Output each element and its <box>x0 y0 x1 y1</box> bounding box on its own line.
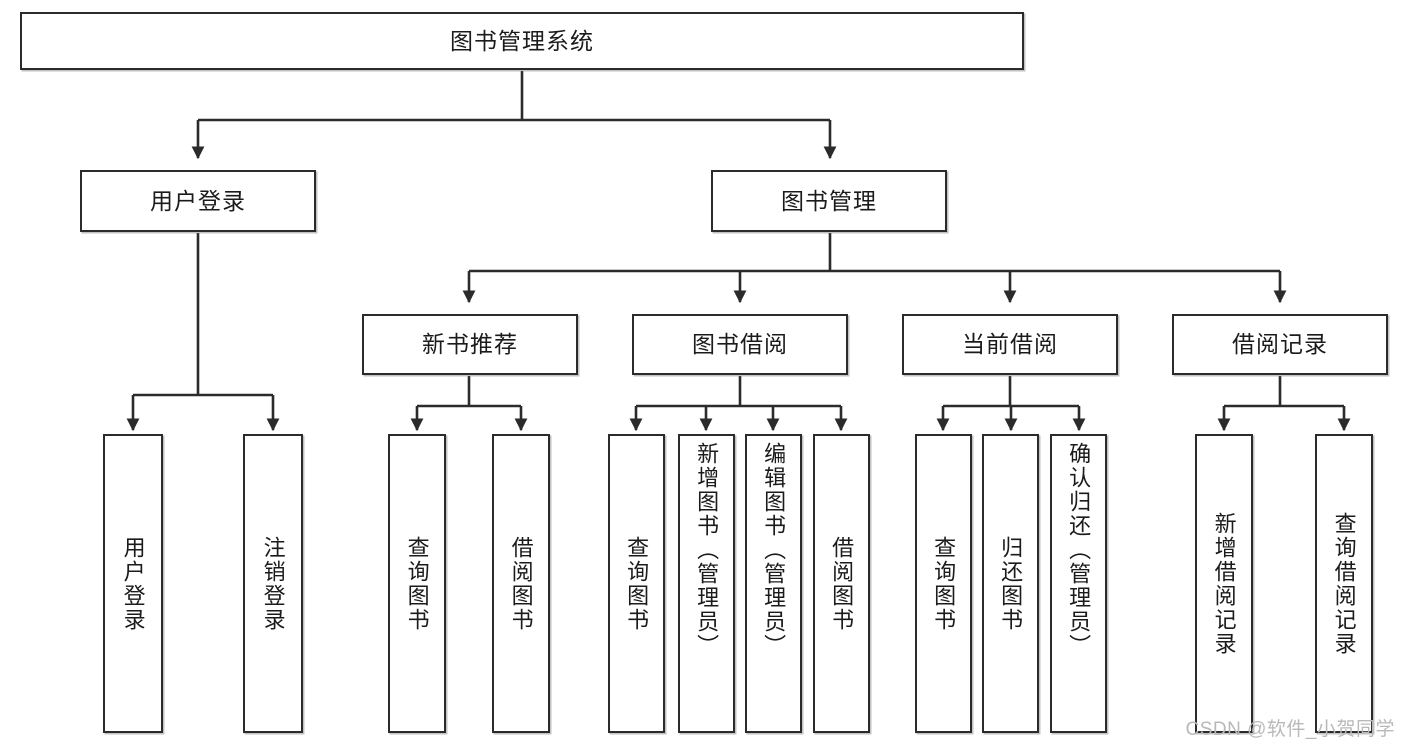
node-label: 用户登录 <box>150 187 246 214</box>
node-book-borrow[interactable]: 图书借阅 <box>632 314 848 375</box>
leaf-book-borrow-edit-book-admin[interactable]: 编辑图书（管理员） <box>745 434 802 733</box>
node-label: 新增借阅记录 <box>1211 511 1237 656</box>
leaf-current-borrow-confirm-return-admin[interactable]: 确认归还（管理员） <box>1050 434 1107 733</box>
node-label: 借阅图书 <box>829 535 855 632</box>
node-label: 归还图书 <box>998 535 1024 632</box>
leaf-borrow-record-add-record[interactable]: 新增借阅记录 <box>1195 434 1253 733</box>
node-new-book-recommend[interactable]: 新书推荐 <box>362 314 578 375</box>
node-label: 查询图书 <box>624 535 650 632</box>
leaf-book-borrow-borrow-book[interactable]: 借阅图书 <box>813 434 870 733</box>
node-label: 查询图书 <box>931 535 957 632</box>
node-label: 查询借阅记录 <box>1331 511 1357 656</box>
leaf-borrow-record-query-record[interactable]: 查询借阅记录 <box>1315 434 1373 733</box>
node-label: 用户登录 <box>120 535 146 632</box>
node-label: 图书借阅 <box>692 331 788 358</box>
node-label: 借阅记录 <box>1232 331 1328 358</box>
leaf-new-book-query-book[interactable]: 查询图书 <box>388 434 446 733</box>
leaf-current-borrow-return-book[interactable]: 归还图书 <box>982 434 1039 733</box>
leaf-new-book-borrow-book[interactable]: 借阅图书 <box>492 434 550 733</box>
node-label: 查询图书 <box>404 535 430 632</box>
leaf-book-borrow-query-book[interactable]: 查询图书 <box>608 434 665 733</box>
leaf-user-login-login[interactable]: 用户登录 <box>103 434 163 733</box>
leaf-user-login-logout[interactable]: 注销登录 <box>243 434 303 733</box>
node-user-login[interactable]: 用户登录 <box>80 170 316 232</box>
node-label: 当前借阅 <box>962 331 1058 358</box>
watermark-text: CSDN @软件_小贺同学 <box>1185 719 1395 740</box>
node-label: 借阅图书 <box>508 535 534 632</box>
node-label: 图书管理 <box>781 187 877 214</box>
node-label: 新书推荐 <box>422 331 518 358</box>
node-label: 确认归还（管理员） <box>1066 442 1092 658</box>
leaf-book-borrow-add-book-admin[interactable]: 新增图书（管理员） <box>678 434 735 733</box>
node-root-book-management-system[interactable]: 图书管理系统 <box>20 12 1024 70</box>
node-label: 图书管理系统 <box>450 27 594 54</box>
node-label: 新增图书（管理员） <box>694 442 720 658</box>
node-book-management[interactable]: 图书管理 <box>711 170 947 232</box>
node-borrow-record[interactable]: 借阅记录 <box>1172 314 1388 375</box>
node-label: 注销登录 <box>260 535 286 632</box>
node-label: 编辑图书（管理员） <box>761 442 787 658</box>
leaf-current-borrow-query-book[interactable]: 查询图书 <box>915 434 972 733</box>
node-current-borrow[interactable]: 当前借阅 <box>902 314 1118 375</box>
